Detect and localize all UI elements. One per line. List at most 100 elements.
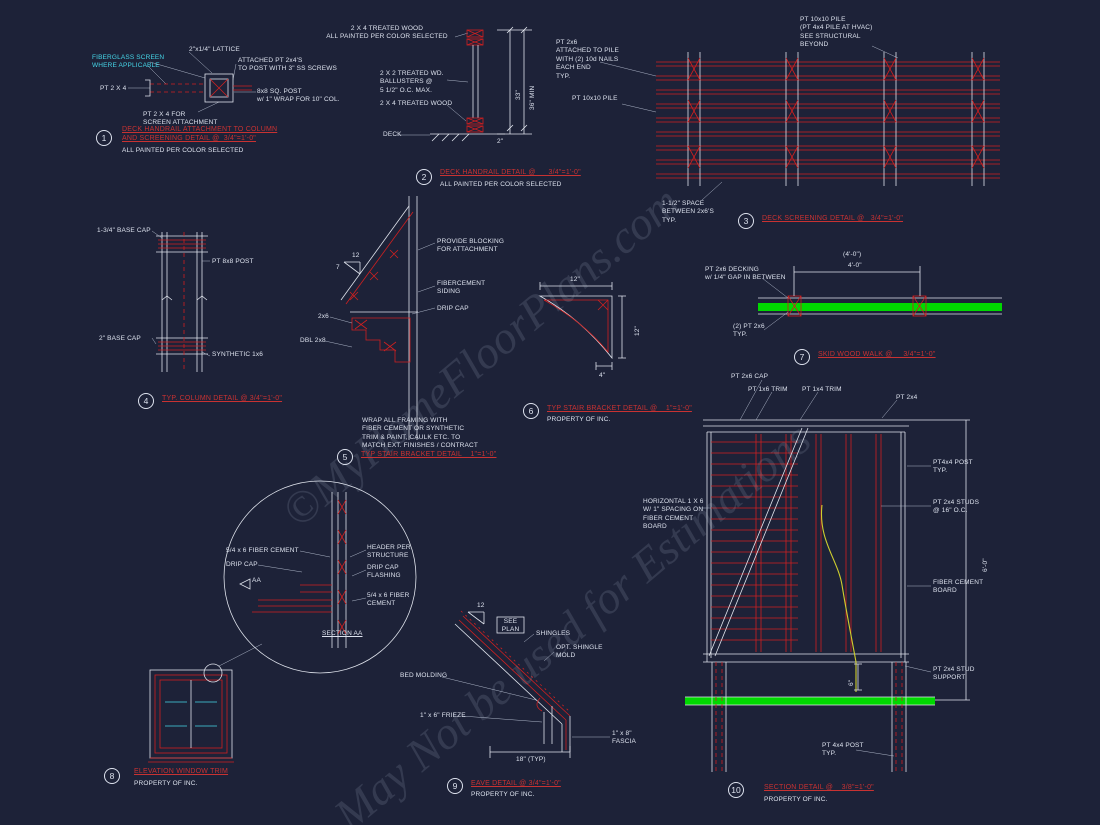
d2-deck-label: DECK [383,131,402,138]
d2-title: DECK HANDRAIL DETAIL @ 3/4"=1'-0" [440,169,581,176]
d2-detail-number: 2 [416,169,432,185]
d8-section-aa-label: SECTION AA [322,630,363,637]
d10-horizontal-1x6-label: HORIZONTAL 1 X 6 W/ 1" SPACING ON FIBER … [643,498,704,531]
d7-detail-number: 7 [794,349,810,365]
d7-dim-paren: (4'-0") [843,251,862,258]
d4-detail-number: 4 [138,393,154,409]
d10-trim-1x4-label: PT 1x4 TRIM [802,386,842,393]
d10-pt2x4-label: PT 2x4 [896,394,918,401]
d2-top-note: 2 X 4 TREATED WOOD ALL PAINTED PER COLOR… [326,25,448,41]
d2-linework [398,26,532,142]
d1-screen-attach-label: PT 2 X 4 FOR SCREEN ATTACHMENT [143,111,218,127]
d4-title: TYP. COLUMN DETAIL @ 3/4"=1'-0" [162,395,283,402]
d2-dim-36min: 36" MIN [529,85,536,110]
d6-linework [538,282,626,370]
d6-dim-top: 12" [570,276,580,283]
d8-note: PROPERTY OF INC. [134,780,198,787]
d10-cap-label: PT 2x6 CAP [731,373,769,380]
d10-studs-label: PT 2x4 STUDS @ 16" O.C. [933,499,980,515]
d5-slope-run: 7 [336,264,340,271]
d8-aa-marker-label: AA [252,577,261,584]
d5-title: TYP STAIR BRACKET DETAIL 1"=1'-0" [361,451,497,458]
d10-post-bottom-label: PT 4x4 POST TYP. [822,742,864,758]
d10-dim-small: 6" [848,679,855,686]
d7-decking-label: PT 2x6 DECKING w/ 1/4" GAP IN BETWEEN [705,266,786,282]
d7-dim-span: 4'-0" [848,262,862,269]
d4-base-cap-bottom-label: 2" BASE CAP [99,335,141,342]
d6-detail-number: 6 [523,403,539,419]
d3-pile-note: PT 10x10 PILE (PT 4x4 PILE AT HVAC) SEE … [800,16,873,49]
d8-fiber2-label: 5/4 x 6 FIBER CEMENT [367,592,410,608]
d9-bed-molding-label: BED MOLDING [400,672,448,679]
d2-ballusters-label: 2 X 2 TREATED WD. BALLUSTERS @ 5 1/2" O.… [380,70,444,94]
d1-title-line2: AND SCREENING DETAIL @ 3/4"=1'-0" [122,135,256,142]
d10-post44-label: PT4x4 POST TYP. [933,459,973,475]
d1-title-line1: DECK HANDRAIL ATTACHMENT TO COLUMN [122,126,278,133]
d1-linework [128,51,256,113]
d2-dim-33: 33" [515,90,522,100]
d8-linework [148,480,417,763]
d9-shingle-mold-label: OPT. SHINGLE MOLD [556,644,603,660]
d6-note: PROPERTY OF INC. [547,416,611,423]
d5-drip-label: DRIP CAP [437,305,469,312]
d4-synthetic-label: SYNTHETIC 1x6 [212,351,264,358]
d2-note: ALL PAINTED PER COLOR SELECTED [440,181,562,188]
d7-linework [758,266,1002,331]
d1-attached-label: ATTACHED PT 2x4'S TO POST WITH 3" SS SCR… [238,57,337,73]
d3-space-label: 1-1/2" SPACE BETWEEN 2x6'S TYP. [662,200,714,224]
d8-detail-number: 8 [104,768,120,784]
d10-title: SECTION DETAIL @ 3/8"=1'-0" [764,784,874,791]
d5-slope-rise: 12 [352,252,360,259]
d5-detail-number: 5 [337,449,353,465]
d9-fascia-label: 1" x 8" FASCIA [612,730,637,746]
d9-shingles-label: SHINGLES [536,630,571,637]
d10-dim-height: 6'-0" [982,558,989,572]
d3-title: DECK SCREENING DETAIL @ 3/4"=1'-0" [762,215,904,222]
d1-lattice-label: 2"x1/4" LATTICE [189,46,240,53]
d5-linework [324,196,436,440]
d8-fiber1-label: 5/4 x 6 FIBER CEMENT [226,547,299,554]
d10-linework [685,379,970,772]
d7-pt2x6-label: (2) PT 2x6 TYP. [733,323,765,339]
d9-frieze-label: 1" x 6" FRIEZE [420,712,466,719]
d10-fiber-board-label: FIBER CEMENT BOARD [933,579,984,595]
d9-dim-18: 18" (TYP) [516,756,546,763]
d3-detail-number: 3 [738,213,754,229]
d6-dim-bottom: 4" [599,372,606,379]
d1-post-label: 8x8 SQ. POST w/ 1" WRAP FOR 10" COL. [257,88,340,104]
d3-linework [599,45,1000,201]
d4-base-cap-top-label: 1-3/4" BASE CAP [97,227,151,234]
d4-post-label: PT 8x8 POST [212,258,254,265]
d5-siding-label: FIBERCEMENT SIDING [437,280,486,296]
d8-title: ELEVATION WINDOW TRIM [134,768,229,775]
d5-2x6-label: 2x6 [318,313,329,320]
d1-pt2x4-label: PT 2 X 4 [100,85,127,92]
d7-title: SKID WOOD WALK @ 3/4"=1'-0" [818,351,936,358]
d2-dim-2: 2" [497,138,504,145]
d8-header-label: HEADER PER STRUCTURE [367,544,411,560]
d5-blocking-label: PROVIDE BLOCKING FOR ATTACHMENT [437,238,505,254]
d5-dbl2x8-label: DBL 2x8 [300,337,326,344]
d8-drip-label: DRIP CAP [226,561,258,568]
d3-pile-label: PT 10x10 PILE [572,95,618,102]
d3-pt2x6-label: PT 2x6 ATTACHED TO PILE WITH (2) 10d NAI… [556,39,619,80]
d1-note: ALL PAINTED PER COLOR SELECTED [122,147,244,154]
d1-detail-number: 1 [96,130,112,146]
d5-wrap-note: WRAP ALL FRAMING WITH FIBER CEMENT OR SY… [362,417,478,450]
d10-note: PROPERTY OF INC. [764,796,828,803]
d6-title: TYP STAIR BRACKET DETAIL @ 1"=1'-0" [547,405,692,412]
d10-trim-1x6-label: PT 1x6 TRIM [748,386,788,393]
d9-detail-number: 9 [447,778,463,794]
d8-flashing-label: DRIP CAP FLASHING [367,564,401,580]
d2-bottom-rail-label: 2 X 4 TREATED WOOD [380,100,453,107]
d6-dim-right: 12" [634,326,641,336]
d9-see-plan-label: SEE PLAN [501,618,520,634]
d9-note: PROPERTY OF INC. [471,791,535,798]
d10-detail-number: 10 [728,782,744,798]
d9-linework [441,610,610,758]
d9-title: EAVE DETAIL @ 3/4"=1'-0" [471,780,561,787]
d4-linework [151,230,211,372]
d10-stud-support-label: PT 2x4 STUD SUPPORT [933,666,975,682]
